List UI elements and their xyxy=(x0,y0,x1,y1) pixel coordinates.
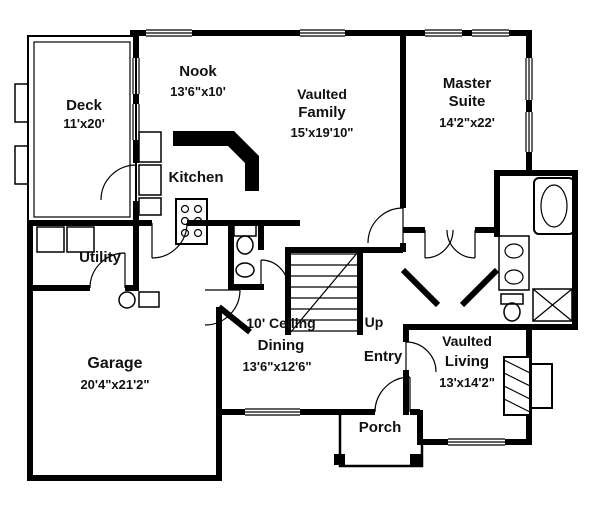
label-family: Family xyxy=(298,104,346,121)
vanity-sinks xyxy=(498,235,530,291)
label-family-prefix: Vaulted xyxy=(297,86,347,102)
label-entry: Entry xyxy=(364,348,403,365)
porch-outline xyxy=(338,412,424,468)
washer-dryer xyxy=(36,226,95,253)
utility-sink xyxy=(118,291,160,309)
bathtub-fixture xyxy=(533,177,575,235)
label-master-line2: Suite xyxy=(449,93,486,110)
label-master-dims: 14'2"x22' xyxy=(439,115,495,130)
oven xyxy=(138,164,162,216)
room-labels: Deck 11'x20' Nook 13'6"x10' Vaulted Fami… xyxy=(63,63,495,436)
label-deck: Deck xyxy=(66,97,103,114)
label-living-prefix: Vaulted xyxy=(442,333,492,349)
label-kitchen: Kitchen xyxy=(168,169,223,186)
label-master-line1: Master xyxy=(443,75,492,92)
porch-posts xyxy=(334,454,421,465)
label-deck-dims: 11'x20' xyxy=(63,116,105,131)
fireplace xyxy=(503,356,553,416)
label-porch: Porch xyxy=(359,419,402,436)
label-utility: Utility xyxy=(79,249,121,266)
deck-outline xyxy=(14,35,137,224)
shower-fixture xyxy=(532,288,573,322)
toilet-fixture-master xyxy=(500,293,524,322)
label-dining-dims: 13'6"x12'6" xyxy=(242,359,311,374)
label-living: Living xyxy=(445,353,489,370)
toilet-fixture-hall xyxy=(233,224,257,278)
label-family-dims: 15'x19'10" xyxy=(291,125,354,140)
label-living-dims: 13'x14'2" xyxy=(439,375,495,390)
kitchen-counter xyxy=(173,131,259,191)
refrigerator xyxy=(138,131,162,163)
label-dining-note: 10' Ceiling xyxy=(246,315,315,331)
label-stairs-up: Up xyxy=(365,314,384,330)
label-garage: Garage xyxy=(87,355,142,372)
label-dining: Dining xyxy=(258,337,305,354)
door-arcs xyxy=(89,164,476,413)
stairs xyxy=(289,251,359,334)
interior-walls xyxy=(217,33,500,415)
label-nook-dims: 13'6"x10' xyxy=(170,84,226,99)
label-nook: Nook xyxy=(179,63,217,80)
label-garage-dims: 20'4"x21'2" xyxy=(80,377,149,392)
